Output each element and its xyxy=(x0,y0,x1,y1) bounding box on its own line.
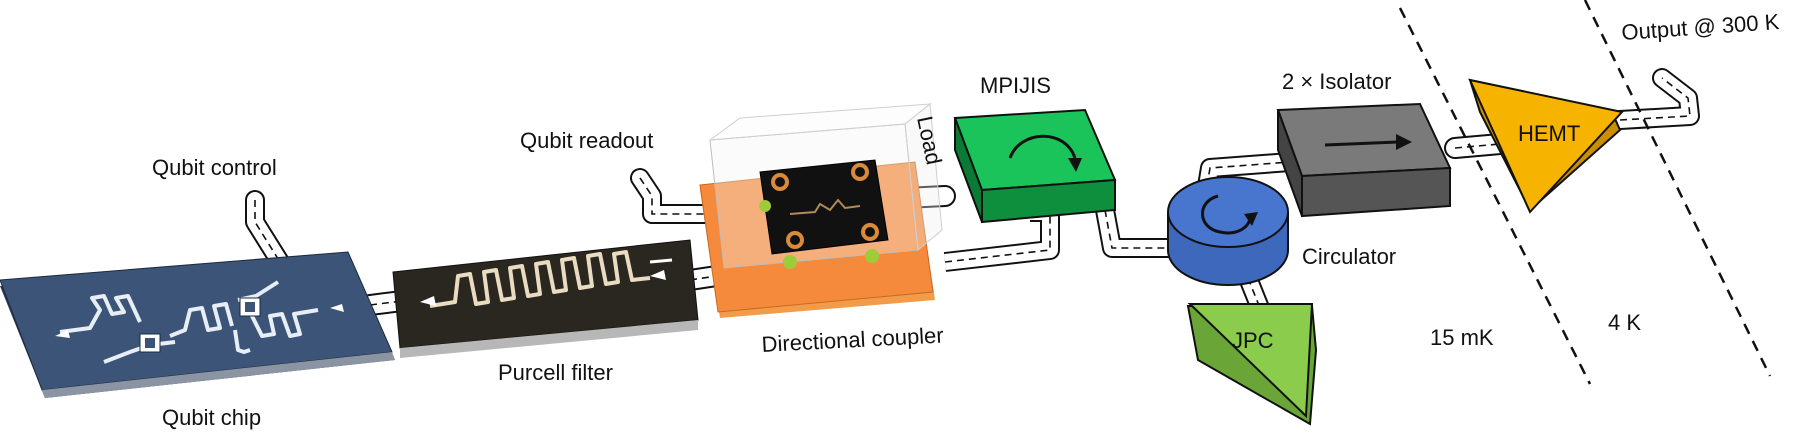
label-temp-15mk: 15 mK xyxy=(1430,325,1494,350)
label-temp-4k: 4 K xyxy=(1608,310,1641,335)
label-qubit-chip: Qubit chip xyxy=(162,405,261,430)
cable-mpijis-to-circulator xyxy=(1095,208,1178,258)
purcell-filter xyxy=(392,239,699,358)
label-hemt: HEMT xyxy=(1518,121,1580,146)
cable-qubit-control xyxy=(245,190,290,272)
isolator-block xyxy=(1276,102,1452,218)
hemt-amplifier xyxy=(1468,78,1624,214)
jpc-amplifier xyxy=(1186,303,1318,426)
stage-divider-4k-300k xyxy=(1583,0,1772,377)
label-purcell-filter: Purcell filter xyxy=(498,360,613,385)
cable-isolator-to-hemt xyxy=(1444,133,1511,159)
label-mpijis: MPIJIS xyxy=(980,73,1051,98)
label-circulator: Circulator xyxy=(1302,244,1396,269)
label-jpc: JPC xyxy=(1232,328,1274,353)
stage-divider-15mk-4k xyxy=(1398,7,1592,385)
circulator xyxy=(1167,176,1289,286)
label-directional-coupler: Directional coupler xyxy=(761,322,944,357)
qubit-chip xyxy=(0,251,395,398)
cable-output xyxy=(1610,68,1700,130)
label-isolator: 2 × Isolator xyxy=(1282,69,1391,94)
cable-qubit-readout xyxy=(630,168,722,224)
label-output: Output @ 300 K xyxy=(1621,9,1781,45)
label-qubit-readout: Qubit readout xyxy=(520,128,653,153)
label-qubit-control: Qubit control xyxy=(152,155,277,180)
directional-coupler xyxy=(699,103,943,318)
mpijis-block xyxy=(953,108,1117,224)
